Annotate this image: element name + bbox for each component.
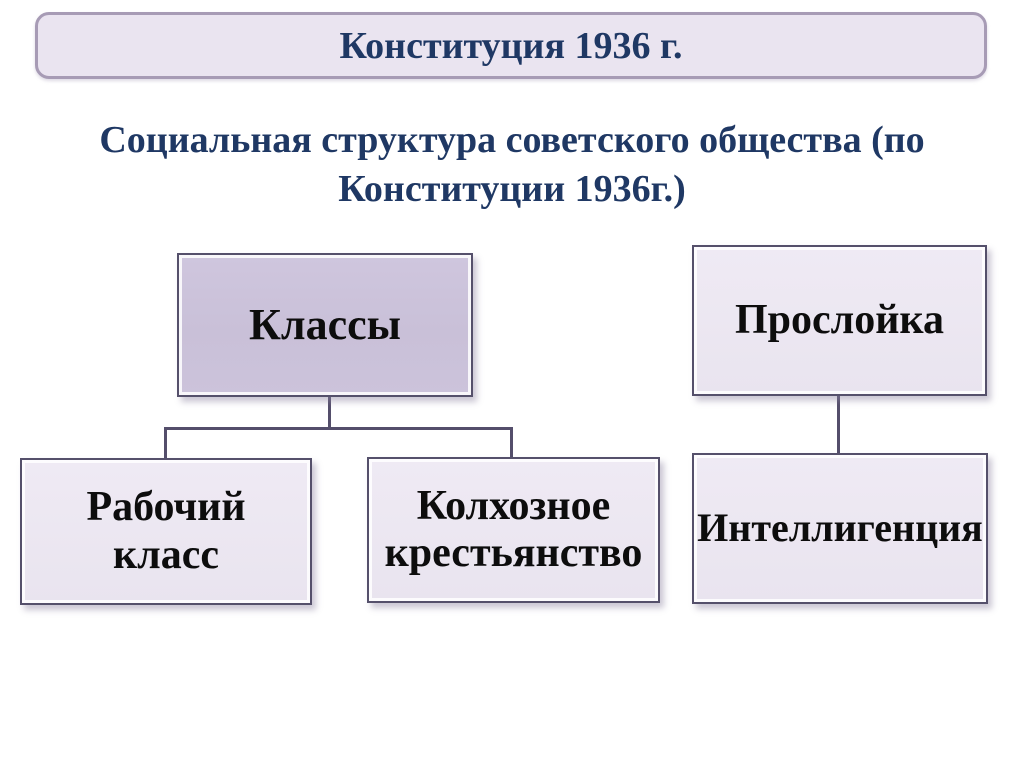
connector-klassy-bar xyxy=(164,427,513,430)
node-intelligenciya-label: Интеллигенция xyxy=(697,505,983,551)
node-klassy-label: Классы xyxy=(248,300,401,350)
connector-prosloyka-intelligenciya xyxy=(837,391,840,454)
node-rabochiy-klass: Рабочий класс xyxy=(20,458,312,605)
connector-drop-kolkhoz xyxy=(510,427,513,459)
node-kolkhoznoe-krestyanstvo: Колхозное крестьянство xyxy=(367,457,660,603)
node-prosloyka: Прослойка xyxy=(692,245,987,396)
node-kolkhoznoe-krestyanstvo-label: Колхозное крестьянство xyxy=(384,482,643,576)
slide-subtitle: Социальная структура советского общества… xyxy=(0,116,1024,214)
node-rabochiy-klass-label: Рабочий класс xyxy=(86,484,246,578)
node-prosloyka-label: Прослойка xyxy=(735,296,944,343)
node-klassy: Классы xyxy=(177,253,473,397)
slide-title-banner: Конституция 1936 г. xyxy=(35,12,987,79)
connector-drop-rabochiy xyxy=(164,427,167,460)
subtitle-line-2: Конституции 1936г.) xyxy=(338,168,686,210)
slide-title: Конституция 1936 г. xyxy=(339,24,683,67)
connector-klassy-stem xyxy=(328,392,331,430)
node-intelligenciya: Интеллигенция xyxy=(692,453,988,604)
subtitle-line-1: Социальная структура советского общества… xyxy=(99,119,925,161)
